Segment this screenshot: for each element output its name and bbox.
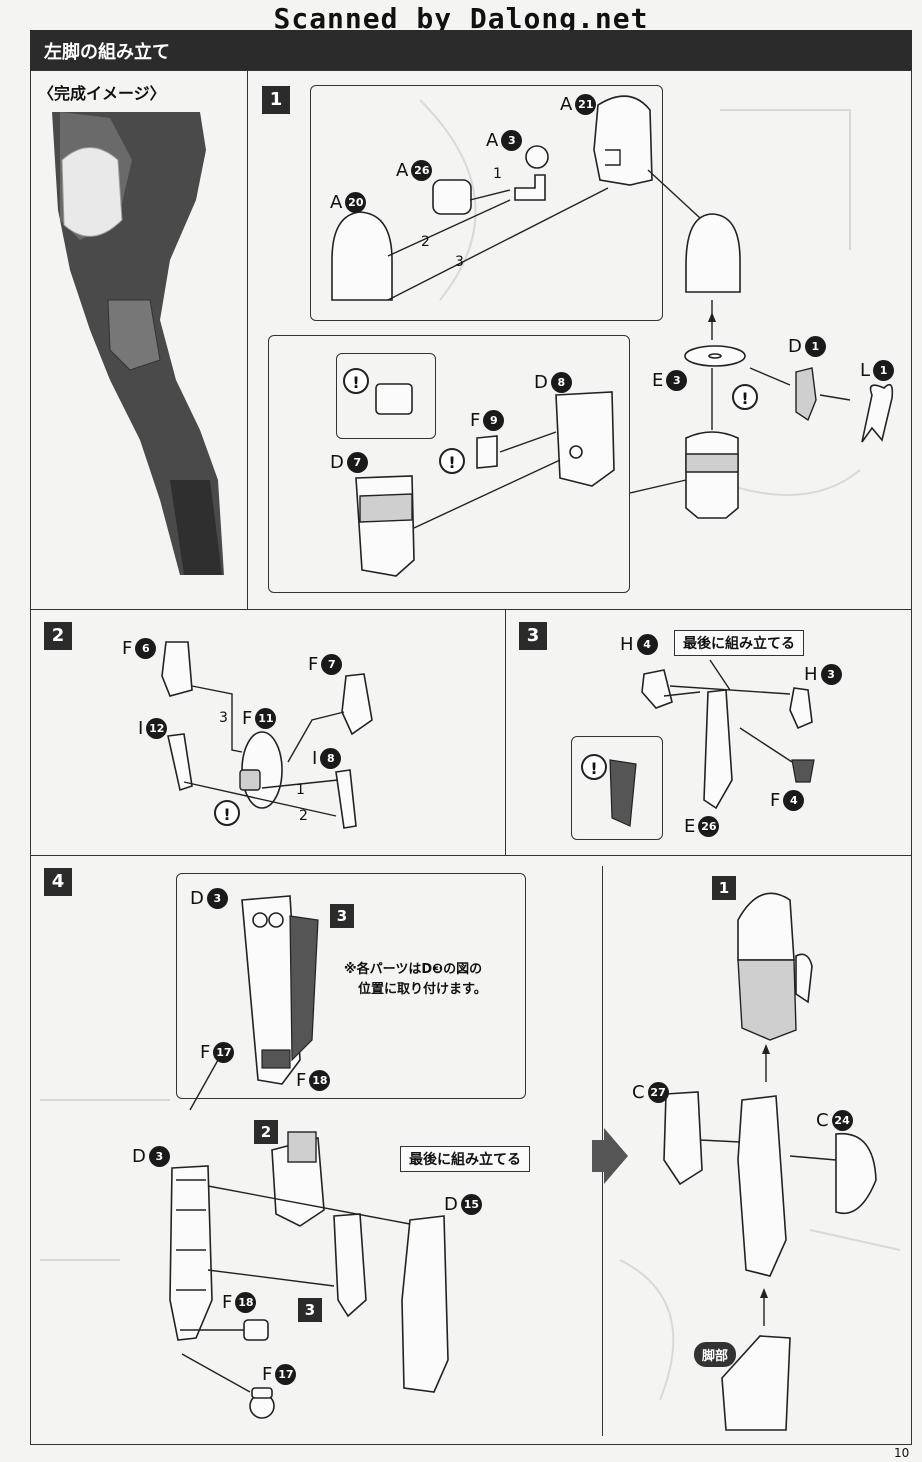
part-d3-inset	[241, 895, 301, 1085]
warning-icon: !	[343, 368, 369, 394]
part-i12	[167, 733, 193, 792]
warning-icon: !	[732, 384, 758, 410]
part-a26	[432, 179, 472, 215]
order-1: 1	[493, 166, 502, 182]
part-a-assembled	[685, 213, 741, 293]
step1-subassembly-d-box	[268, 335, 630, 593]
step-2-badge: 2	[44, 622, 72, 650]
part-f7	[341, 673, 373, 736]
warning-icon: !	[581, 754, 607, 780]
step4-panel	[30, 855, 912, 1445]
part-a21	[593, 95, 653, 186]
attachment-note: ※各パーツはD❸の図の 位置に取り付けます。	[344, 960, 487, 1000]
step1-subassembly-a-box	[310, 85, 663, 321]
part-a20	[331, 211, 393, 301]
order-3: 3	[455, 254, 464, 270]
step-4-badge: 4	[44, 868, 72, 896]
attachment-note-line1: ※各パーツはD❸の図の	[344, 962, 483, 977]
page-number: 10	[894, 1446, 910, 1460]
part-c27	[663, 1091, 703, 1186]
foot-label: 脚部	[694, 1342, 737, 1367]
ref-step2-badge: 2	[254, 1120, 278, 1144]
assemble-last-note: 最後に組み立てる	[674, 630, 804, 656]
part-c24	[835, 1132, 877, 1215]
preview-title: 〈完成イメージ〉	[38, 84, 166, 103]
part-h3	[789, 687, 813, 730]
step1-warning-inset	[336, 353, 436, 439]
order-2: 2	[421, 234, 430, 250]
part-d8	[555, 391, 615, 487]
part-h4	[641, 669, 673, 709]
ref-step3-badge: 3	[298, 1298, 322, 1322]
part-l1	[861, 383, 894, 443]
step-3-badge: 3	[519, 622, 547, 650]
part-final-dome	[737, 892, 795, 961]
ref-step1-badge: 1	[712, 876, 736, 900]
step4-detail-inset	[176, 873, 526, 1099]
part-step3-assembly	[333, 1213, 367, 1318]
part-foot	[721, 1335, 791, 1431]
part-d1	[795, 367, 817, 422]
attachment-note-line2: 位置に取り付けます。	[358, 982, 487, 997]
warning-icon: !	[439, 448, 465, 474]
part-f6	[161, 641, 193, 697]
order-1: 1	[296, 782, 305, 798]
part-e26	[703, 689, 733, 810]
part-a3	[525, 145, 549, 169]
step-1-badge: 1	[262, 86, 290, 114]
part-d3	[169, 1165, 213, 1341]
watermark-text: Scanned by Dalong.net	[273, 2, 649, 35]
assemble-last-note: 最後に組み立てる	[400, 1146, 530, 1172]
warning-icon: !	[214, 800, 240, 826]
part-i8	[335, 769, 357, 829]
step3-warning-inset	[571, 736, 663, 840]
order-3: 3	[219, 710, 228, 726]
section-title: 左脚の組み立て	[44, 42, 170, 63]
part-f4	[791, 759, 815, 783]
order-2: 2	[299, 808, 308, 824]
part-f18	[243, 1319, 269, 1341]
part-d15	[401, 1215, 449, 1393]
ref-step3-badge: 3	[330, 904, 354, 928]
next-arrow-icon	[592, 1128, 628, 1184]
section-header-bar	[30, 30, 912, 70]
part-f9	[476, 435, 498, 469]
part-final-leg	[737, 1095, 787, 1277]
